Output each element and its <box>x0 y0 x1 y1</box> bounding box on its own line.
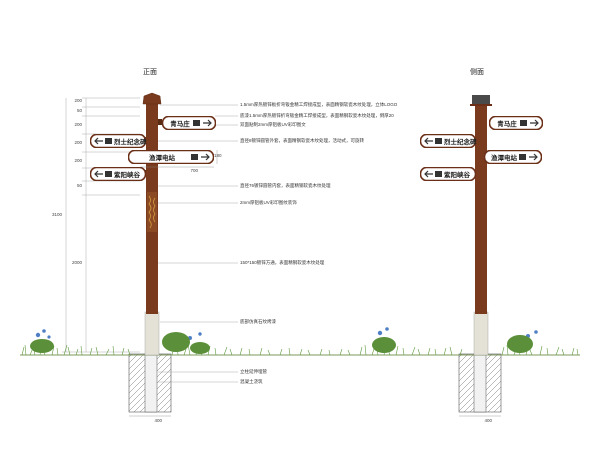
dim-total-height: 3100 <box>51 212 62 217</box>
side-view-title: 侧面 <box>470 69 484 76</box>
dim-sign-height: 180 <box>214 153 222 158</box>
sign-label: 青马庄 <box>170 121 190 128</box>
arrow-right-icon <box>203 119 212 127</box>
pictogram-icon <box>520 120 527 126</box>
pictogram-icon <box>105 138 112 144</box>
annotation-leaders <box>158 104 238 383</box>
annotation: 直径8镀锌圆管外套，表面精钢软瓷木纹处理，活动式，可旋转 <box>240 138 365 143</box>
sign-size-dims <box>140 150 218 168</box>
sign-label: 渔潭电站 <box>491 155 517 162</box>
front-sign-1: 青马庄 <box>162 116 216 130</box>
annotation: 2mm厚铝板UV彩印图纹装饰 <box>240 200 297 205</box>
pictogram-icon <box>519 154 526 160</box>
sign-label: 紫阳峡谷 <box>114 172 140 179</box>
arrow-right-icon <box>530 119 539 127</box>
dim-text: 200 <box>74 98 82 103</box>
dim-text: 200 <box>74 140 82 145</box>
dim-text: 50 <box>76 183 82 188</box>
dim-sign-width: 700 <box>190 168 198 173</box>
arrow-right-icon <box>529 153 538 161</box>
annotation: 直径76镀锌圆管内套，表面精钢软瓷木纹处理 <box>240 183 331 188</box>
dim-base-front: 400 <box>154 418 162 423</box>
pictogram-icon <box>105 171 112 177</box>
front-sign-3: 渔潭电站 <box>128 150 214 164</box>
sign-label: 紫阳峡谷 <box>444 172 470 179</box>
arrow-left-icon <box>424 170 433 178</box>
side-sign-1: 青马庄 <box>489 116 543 130</box>
dim-text: 50 <box>76 108 82 113</box>
dim-text: 2000 <box>71 260 82 265</box>
front-post <box>142 92 162 356</box>
annotation: 150*150镀锌方通，表面精钢软瓷木纹处理 <box>240 260 325 265</box>
arrow-left-icon <box>94 137 103 145</box>
pictogram-icon <box>435 171 442 177</box>
annotation: 立柱延伸埋管 <box>240 369 267 374</box>
front-sign-4: 紫阳峡谷 <box>90 167 146 181</box>
side-sign-2: 烈士纪念碑 <box>420 134 477 148</box>
arrow-left-icon <box>94 170 103 178</box>
annotation: 底部仿真石纹烤漆 <box>240 319 276 324</box>
dimension-lines-left <box>62 97 140 353</box>
front-view-title: 正面 <box>143 69 157 76</box>
annotation: 底漆1.5mm厚热镀锌折弯钣金精工焊接成型，表面精钢软瓷木纹处理，倒厚20 <box>240 113 394 118</box>
sign-label: 烈士纪念碑 <box>114 139 147 146</box>
annotation: 1.5mm厚热镀锌板折弯钣金精工焊接成型，表面精钢软瓷木纹处理，立体LOGO <box>240 102 398 107</box>
annotation: 混凝土浇筑 <box>240 379 263 384</box>
ground-grass <box>20 327 580 356</box>
pictogram-icon <box>193 120 200 126</box>
pictogram-icon <box>435 138 442 144</box>
side-sign-4: 紫阳峡谷 <box>420 167 476 181</box>
annotation: 双面贴制2mm厚铝板UV彩印图文 <box>240 122 306 127</box>
side-sign-3: 渔潭电站 <box>484 150 542 164</box>
sign-label: 烈士纪念碑 <box>444 139 477 146</box>
side-foundation <box>458 353 502 413</box>
sign-label: 渔潭电站 <box>149 155 175 162</box>
dim-text: 200 <box>74 122 82 127</box>
dim-base-side: 400 <box>484 418 492 423</box>
arrow-right-icon <box>201 153 210 161</box>
pictogram-icon <box>191 154 198 160</box>
front-foundation <box>128 353 172 413</box>
front-sign-2: 烈士纪念碑 <box>90 134 147 148</box>
arrow-left-icon <box>424 137 433 145</box>
dim-text: 200 <box>74 158 82 163</box>
sign-label: 青马庄 <box>497 121 517 128</box>
